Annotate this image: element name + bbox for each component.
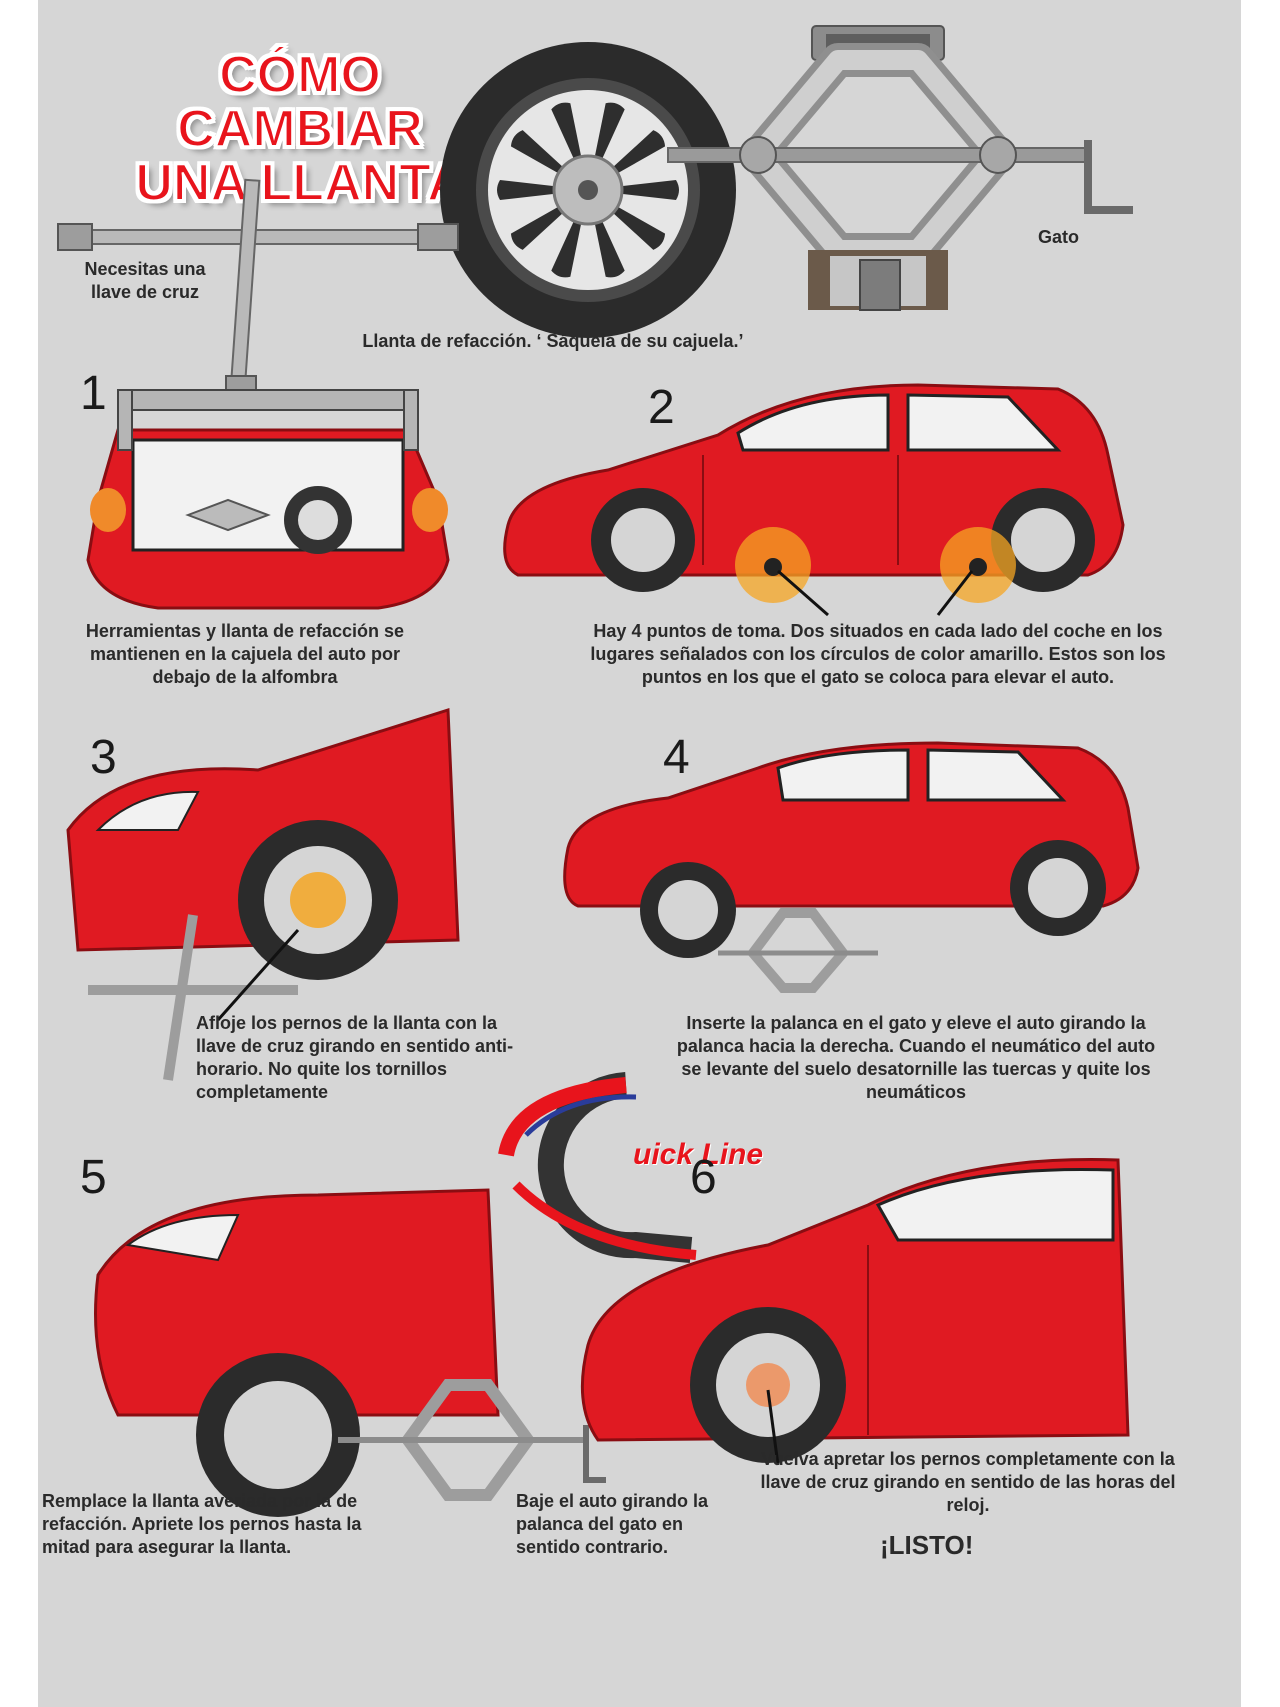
step-5-number: 5 (80, 1151, 107, 1204)
rim-spoke-gap (588, 180, 679, 200)
step-2-text: Hay 4 puntos de toma. Dos situados en ca… (590, 621, 1166, 687)
logo-text: uick Line (633, 1138, 764, 1171)
step-6-number: 6 (690, 1151, 717, 1204)
wrench-label: Necesitas una llave de cruz (84, 259, 206, 302)
step-5-text: Remplace la llanta averiada por la de re… (42, 1491, 362, 1557)
title-line-1: CÓMO (218, 46, 382, 104)
done-label: ¡LISTO! (880, 1530, 974, 1560)
step-5-text-b: Baje el auto girando la palanca del gato… (516, 1491, 709, 1557)
step-6-text: Vuelva apretar los pernos completamente … (760, 1449, 1176, 1515)
quick-line-logo (498, 1072, 697, 1263)
spare-tire-illustration (440, 42, 736, 338)
replace-tire-illustration (94, 1188, 606, 1517)
title-line-3: UNA LLANTA (134, 154, 465, 212)
step-3-number: 3 (90, 731, 117, 784)
title-line-2: CAMBIAR (176, 100, 424, 158)
car-side-jack-points-illustration (503, 383, 1125, 617)
step-1-number: 1 (80, 367, 107, 420)
raise-car-illustration (563, 741, 1140, 993)
step-4-text: Inserte la palanca en el gato y eleve el… (676, 1013, 1156, 1102)
infographic-canvas: CÓMO CAMBIAR UNA LLANTA Gato Necesitas u… (38, 0, 1241, 1707)
tighten-lug-nuts-illustration (580, 1158, 1130, 1466)
step-1-text: Herramientas y llanta de refacción se ma… (85, 621, 405, 687)
step-4-number: 4 (663, 731, 690, 784)
jack-label: Gato (1038, 227, 1080, 247)
step-3-text: Afloje los pernos de la llanta con la ll… (196, 1013, 514, 1102)
step-2-number: 2 (648, 381, 675, 434)
loosen-lug-nuts-illustration (66, 707, 460, 1081)
rim-spoke-gap (497, 180, 588, 200)
jack-illustration (667, 25, 1133, 311)
page-title: CÓMO CAMBIAR UNA LLANTA (80, 46, 520, 212)
spare-tire-label: Llanta de refacción. ‘ Sáquela de su caj… (362, 331, 744, 351)
car-trunk-illustration (86, 389, 450, 610)
